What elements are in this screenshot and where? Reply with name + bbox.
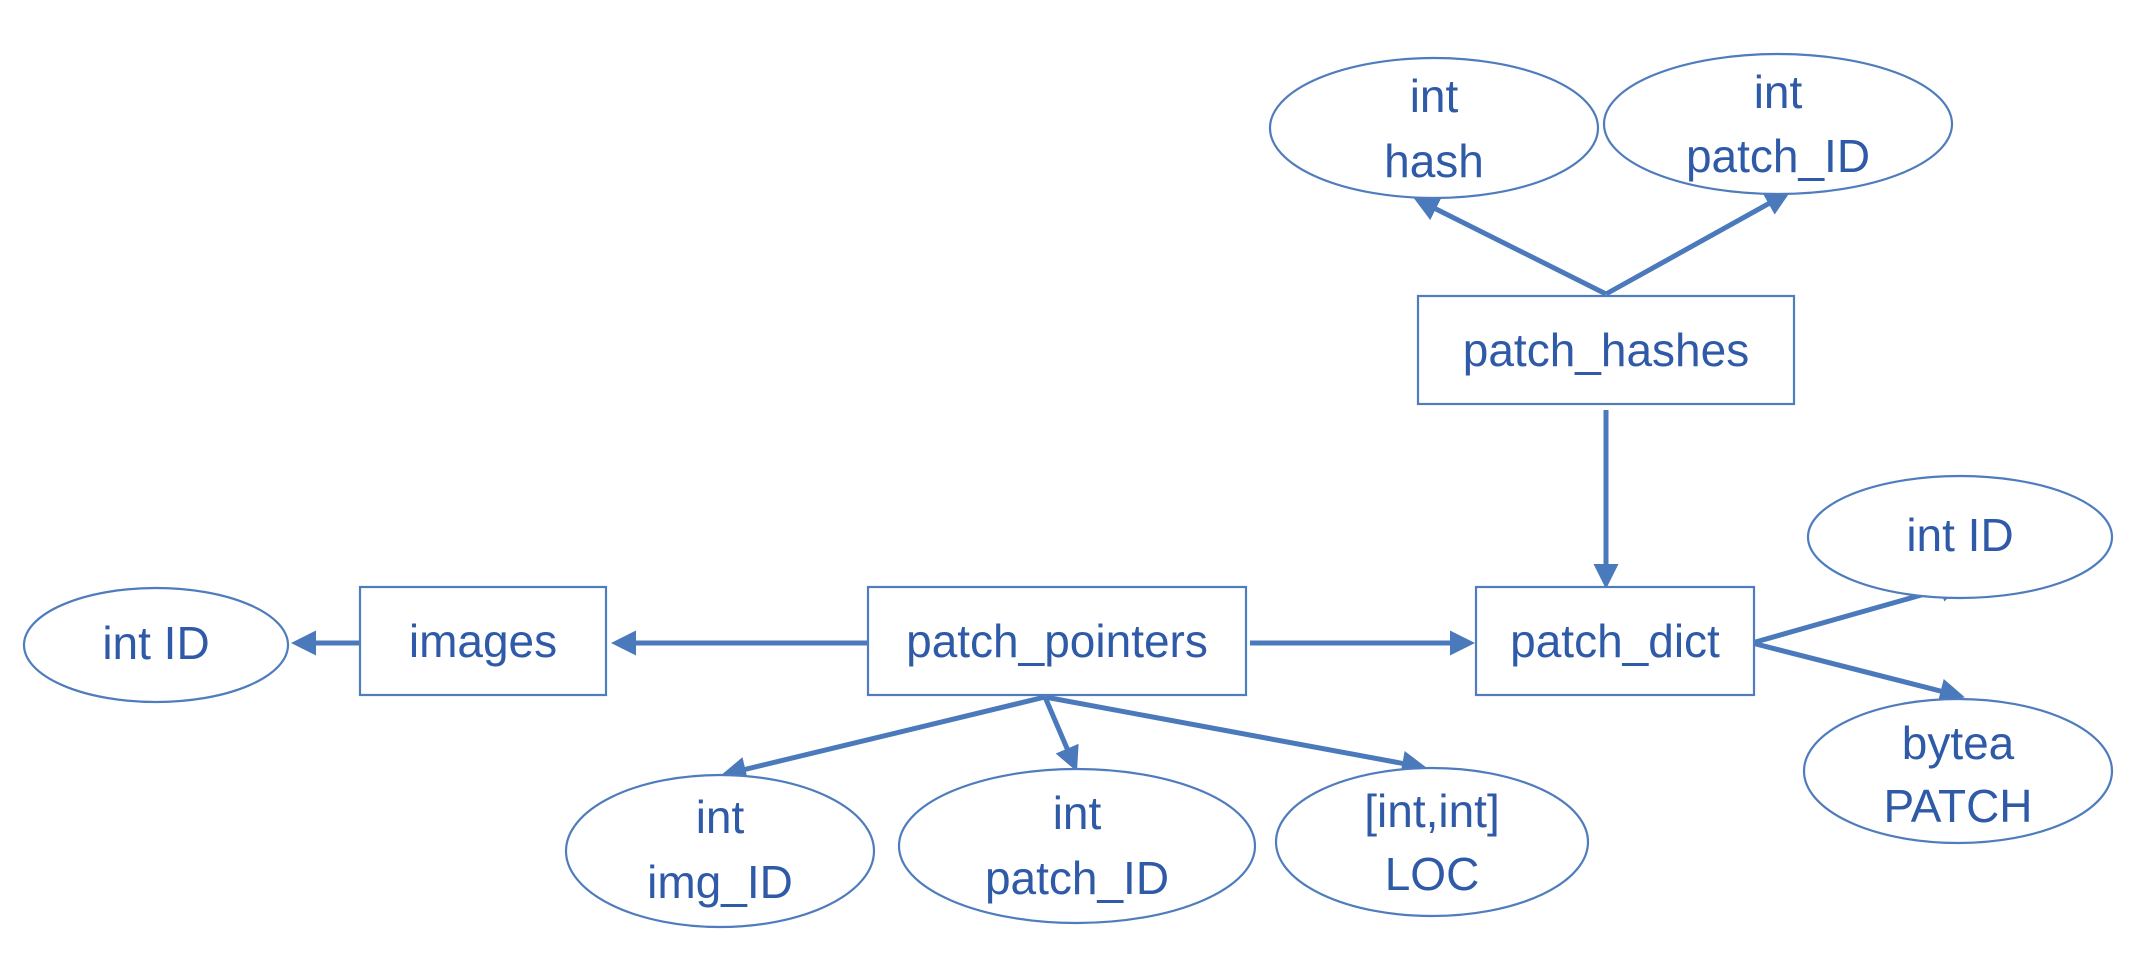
- attr-hashes-hash-line1: int: [1410, 70, 1459, 122]
- attr-dict-patch-line1: bytea: [1902, 717, 2015, 769]
- attr-pointers-patch-id-line2: patch_ID: [985, 852, 1169, 904]
- entity-patch-hashes-label: patch_hashes: [1463, 324, 1749, 376]
- attr-pointers-loc: [int,int] LOC: [1274, 766, 1590, 918]
- attr-hashes-hash: int hash: [1268, 56, 1600, 200]
- attr-pointers-img-id-line1: int: [696, 791, 745, 843]
- entity-patch-pointers: patch_pointers: [866, 585, 1248, 697]
- attr-dict-patch: bytea PATCH: [1802, 697, 2114, 845]
- entity-patch-dict: patch_dict: [1474, 585, 1756, 697]
- edge-dict-to-patch: [1751, 640, 1965, 704]
- edges: [291, 191, 1965, 782]
- attr-images-id: int ID: [22, 586, 290, 704]
- attr-dict-patch-line2: PATCH: [1883, 780, 2032, 832]
- attr-pointers-img-id-line2: img_ID: [647, 856, 793, 908]
- edge-pointers-to-img-id: [721, 694, 1046, 782]
- attr-hashes-patch-id-line1: int: [1754, 66, 1803, 118]
- attr-pointers-loc-line1: [int,int]: [1364, 785, 1500, 837]
- attr-pointers-loc-line2: LOC: [1385, 848, 1480, 900]
- entity-patch-dict-label: patch_dict: [1510, 615, 1720, 667]
- attr-pointers-patch-id: int patch_ID: [897, 767, 1257, 925]
- attr-pointers-img-id: int img_ID: [564, 773, 876, 929]
- edge-hashes-to-hash: [1413, 197, 1608, 297]
- edge-pointers-to-patch-id: [1042, 696, 1079, 772]
- entity-images: images: [358, 585, 608, 697]
- attr-hashes-patch-id: int patch_ID: [1602, 52, 1954, 196]
- entity-patch-hashes: patch_hashes: [1416, 294, 1796, 406]
- attr-images-id-line1: int ID: [102, 617, 209, 669]
- attr-hashes-patch-id-line2: patch_ID: [1686, 130, 1870, 182]
- edge-pointers-to-loc: [1044, 694, 1427, 776]
- edge-hashes-to-patch-id: [1604, 191, 1791, 297]
- attr-hashes-hash-line2: hash: [1384, 135, 1484, 187]
- attr-dict-id-line1: int ID: [1906, 509, 2013, 561]
- entity-images-label: images: [409, 615, 557, 667]
- attr-dict-id: int ID: [1806, 474, 2114, 600]
- entity-patch-pointers-label: patch_pointers: [906, 615, 1208, 667]
- attr-pointers-patch-id-line1: int: [1053, 787, 1102, 839]
